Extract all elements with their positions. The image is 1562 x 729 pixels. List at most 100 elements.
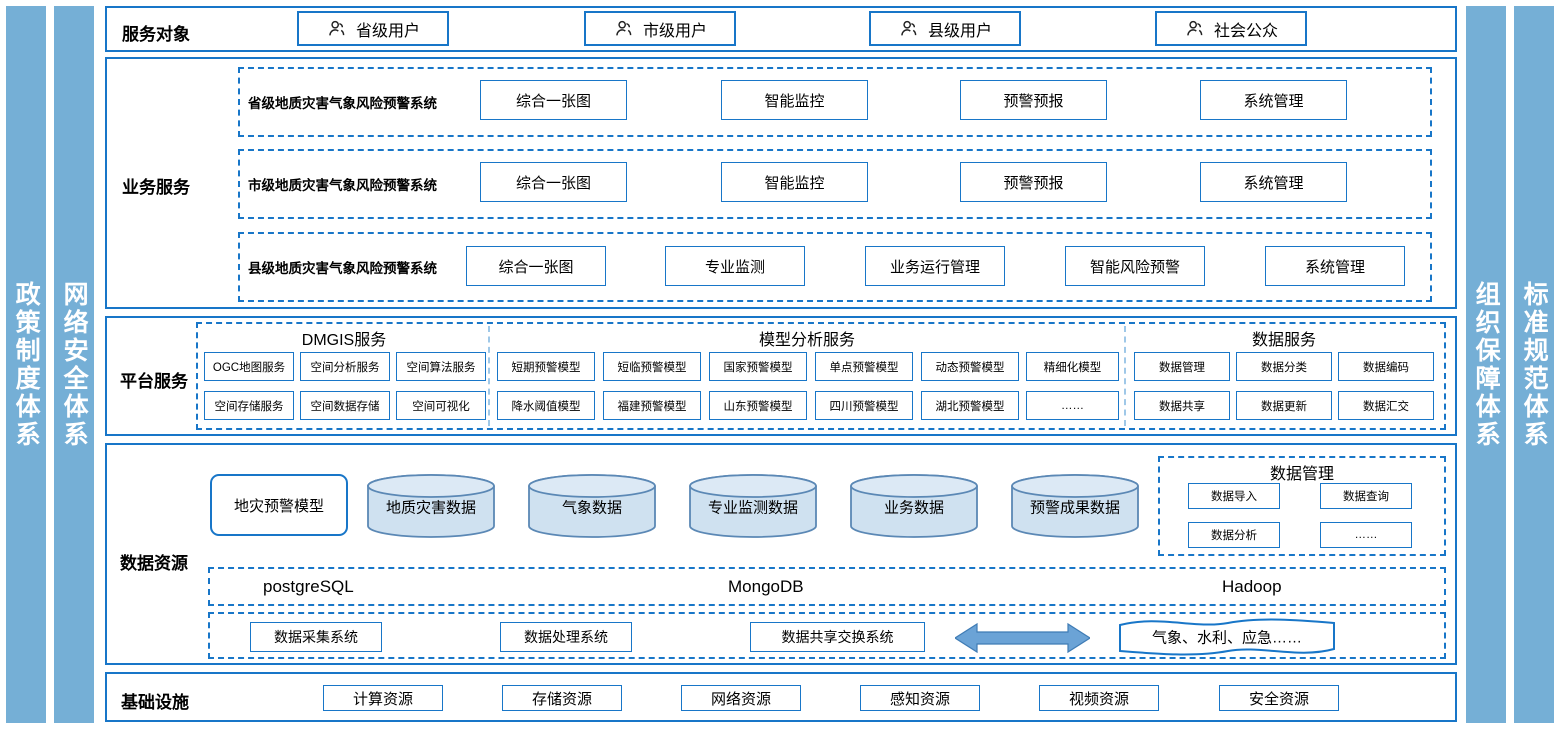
external-sources-label: 气象、水利、应急…… xyxy=(1151,629,1302,647)
platform-model-item-3[interactable]: 单点预警模型 xyxy=(815,352,913,381)
data-management-title: 数据管理 xyxy=(1269,466,1334,483)
platform-services-groups xyxy=(196,322,1446,430)
business-module-province-0[interactable]: 综合一张图 xyxy=(480,80,627,120)
business-module-city-2[interactable]: 预警预报 xyxy=(960,162,1107,202)
sidebar-policy-system-label: 政策制度体系 xyxy=(12,280,41,449)
data-management-item-2[interactable]: 数据分析 xyxy=(1188,522,1280,548)
platform-model-item-5[interactable]: 精细化模型 xyxy=(1026,352,1119,381)
database-hadoop: Hadoop xyxy=(1222,577,1282,596)
platform-group-title-model: 模型分析服务 xyxy=(758,332,855,349)
platform-model-item-4[interactable]: 动态预警模型 xyxy=(921,352,1019,381)
cylinder-professional-monitoring-data-label: 专业监测数据 xyxy=(707,499,798,517)
business-module-county-0[interactable]: 综合一张图 xyxy=(466,246,606,286)
data-resources-label: 数据资源 xyxy=(120,554,188,573)
sidebar-organization-guarantee-label: 组织保障体系 xyxy=(1472,280,1501,449)
platform-dmgis-item-3[interactable]: 空间存储服务 xyxy=(204,391,294,420)
database-mongodb: MongoDB xyxy=(728,577,804,596)
data-management-item-1[interactable]: 数据查询 xyxy=(1320,483,1412,509)
user-icon xyxy=(326,18,348,40)
platform-data-item-4[interactable]: 数据更新 xyxy=(1236,391,1332,420)
cylinder-warning-result-data: 预警成果数据 xyxy=(1010,473,1140,539)
business-module-province-2[interactable]: 预警预报 xyxy=(960,80,1107,120)
double-arrow-icon xyxy=(955,622,1090,654)
business-module-city-1[interactable]: 智能监控 xyxy=(721,162,868,202)
platform-model-item-2[interactable]: 国家预警模型 xyxy=(709,352,807,381)
infrastructure-item-3[interactable]: 感知资源 xyxy=(860,685,980,711)
infrastructure-label: 基础设施 xyxy=(121,693,189,712)
infrastructure-item-4[interactable]: 视频资源 xyxy=(1039,685,1159,711)
business-module-county-2[interactable]: 业务运行管理 xyxy=(865,246,1005,286)
platform-model-item-7[interactable]: 福建预警模型 xyxy=(603,391,701,420)
platform-dmgis-item-0[interactable]: OGC地图服务 xyxy=(204,352,294,381)
platform-data-item-2[interactable]: 数据编码 xyxy=(1338,352,1434,381)
business-row-province-system: 省级地质灾害气象风险预警系统 xyxy=(248,96,437,111)
cylinder-business-data-label: 业务数据 xyxy=(883,499,944,517)
platform-dmgis-item-1[interactable]: 空间分析服务 xyxy=(300,352,390,381)
platform-model-item-9[interactable]: 四川预警模型 xyxy=(815,391,913,420)
cylinder-professional-monitoring-data: 专业监测数据 xyxy=(688,473,818,539)
sidebar-network-security-label: 网络安全体系 xyxy=(60,280,89,449)
sidebar-network-security: 网络安全体系 xyxy=(54,6,94,723)
user-chip-county[interactable]: 县级用户 xyxy=(869,11,1021,46)
data-system-sharing-exchange[interactable]: 数据共享交换系统 xyxy=(750,622,925,652)
platform-model-item-1[interactable]: 短临预警模型 xyxy=(603,352,701,381)
cylinder-meteorological-data-label: 气象数据 xyxy=(561,499,622,517)
business-services-label: 业务服务 xyxy=(122,178,190,197)
infrastructure-item-1[interactable]: 存储资源 xyxy=(502,685,622,711)
data-model-box[interactable]: 地灾预警模型 xyxy=(210,474,348,536)
platform-data-item-0[interactable]: 数据管理 xyxy=(1134,352,1230,381)
business-row-city-system: 市级地质灾害气象风险预警系统 xyxy=(248,178,437,193)
business-row-county xyxy=(238,232,1432,302)
cylinder-warning-result-data-label: 预警成果数据 xyxy=(1029,499,1120,517)
platform-model-item-11[interactable]: …… xyxy=(1026,391,1119,420)
platform-group-title-dmgis: DMGIS服务 xyxy=(301,332,387,349)
user-chip-province[interactable]: 省级用户 xyxy=(297,11,449,46)
data-system-collection[interactable]: 数据采集系统 xyxy=(250,622,382,652)
platform-data-item-3[interactable]: 数据共享 xyxy=(1134,391,1230,420)
business-module-county-1[interactable]: 专业监测 xyxy=(665,246,805,286)
infrastructure-item-2[interactable]: 网络资源 xyxy=(681,685,801,711)
data-system-processing[interactable]: 数据处理系统 xyxy=(500,622,632,652)
sidebar-standard-specification-label: 标准规范体系 xyxy=(1520,280,1549,449)
business-module-province-1[interactable]: 智能监控 xyxy=(721,80,868,120)
platform-model-item-0[interactable]: 短期预警模型 xyxy=(497,352,595,381)
infrastructure-item-0[interactable]: 计算资源 xyxy=(323,685,443,711)
cylinder-geohazard-data: 地质灾害数据 xyxy=(366,473,496,539)
platform-data-item-5[interactable]: 数据汇交 xyxy=(1338,391,1434,420)
platform-model-item-8[interactable]: 山东预警模型 xyxy=(709,391,807,420)
data-management-group xyxy=(1158,456,1446,556)
data-management-item-3[interactable]: …… xyxy=(1320,522,1412,548)
user-chip-city-label: 市级用户 xyxy=(642,22,707,40)
business-module-county-4[interactable]: 系统管理 xyxy=(1265,246,1405,286)
sidebar-policy-system: 政策制度体系 xyxy=(6,6,46,723)
business-module-city-3[interactable]: 系统管理 xyxy=(1200,162,1347,202)
user-chip-province-label: 省级用户 xyxy=(355,22,420,40)
data-management-item-0[interactable]: 数据导入 xyxy=(1188,483,1280,509)
platform-model-item-6[interactable]: 降水阈值模型 xyxy=(497,391,595,420)
platform-services-label: 平台服务 xyxy=(120,372,188,391)
platform-model-item-10[interactable]: 湖北预警模型 xyxy=(921,391,1019,420)
platform-dmgis-item-2[interactable]: 空间算法服务 xyxy=(396,352,486,381)
user-icon xyxy=(1184,18,1206,40)
infrastructure-item-5[interactable]: 安全资源 xyxy=(1219,685,1339,711)
platform-dmgis-item-4[interactable]: 空间数据存储 xyxy=(300,391,390,420)
data-systems-row xyxy=(208,612,1446,659)
business-row-province xyxy=(238,67,1432,137)
business-module-province-3[interactable]: 系统管理 xyxy=(1200,80,1347,120)
sidebar-organization-guarantee: 组织保障体系 xyxy=(1466,6,1506,723)
sidebar-standard-specification: 标准规范体系 xyxy=(1514,6,1554,723)
databases-row xyxy=(208,567,1446,606)
user-chip-city[interactable]: 市级用户 xyxy=(584,11,736,46)
cylinder-business-data: 业务数据 xyxy=(849,473,979,539)
user-chip-public-label: 社会公众 xyxy=(1213,22,1278,40)
user-chip-county-label: 县级用户 xyxy=(927,22,992,40)
platform-group-divider-1 xyxy=(488,326,490,426)
business-module-city-0[interactable]: 综合一张图 xyxy=(480,162,627,202)
user-chip-public[interactable]: 社会公众 xyxy=(1155,11,1307,46)
business-row-county-system: 县级地质灾害气象风险预警系统 xyxy=(248,261,437,276)
platform-dmgis-item-5[interactable]: 空间可视化 xyxy=(396,391,486,420)
platform-data-item-1[interactable]: 数据分类 xyxy=(1236,352,1332,381)
business-module-county-3[interactable]: 智能风险预警 xyxy=(1065,246,1205,286)
service-objects-label: 服务对象 xyxy=(122,25,190,44)
